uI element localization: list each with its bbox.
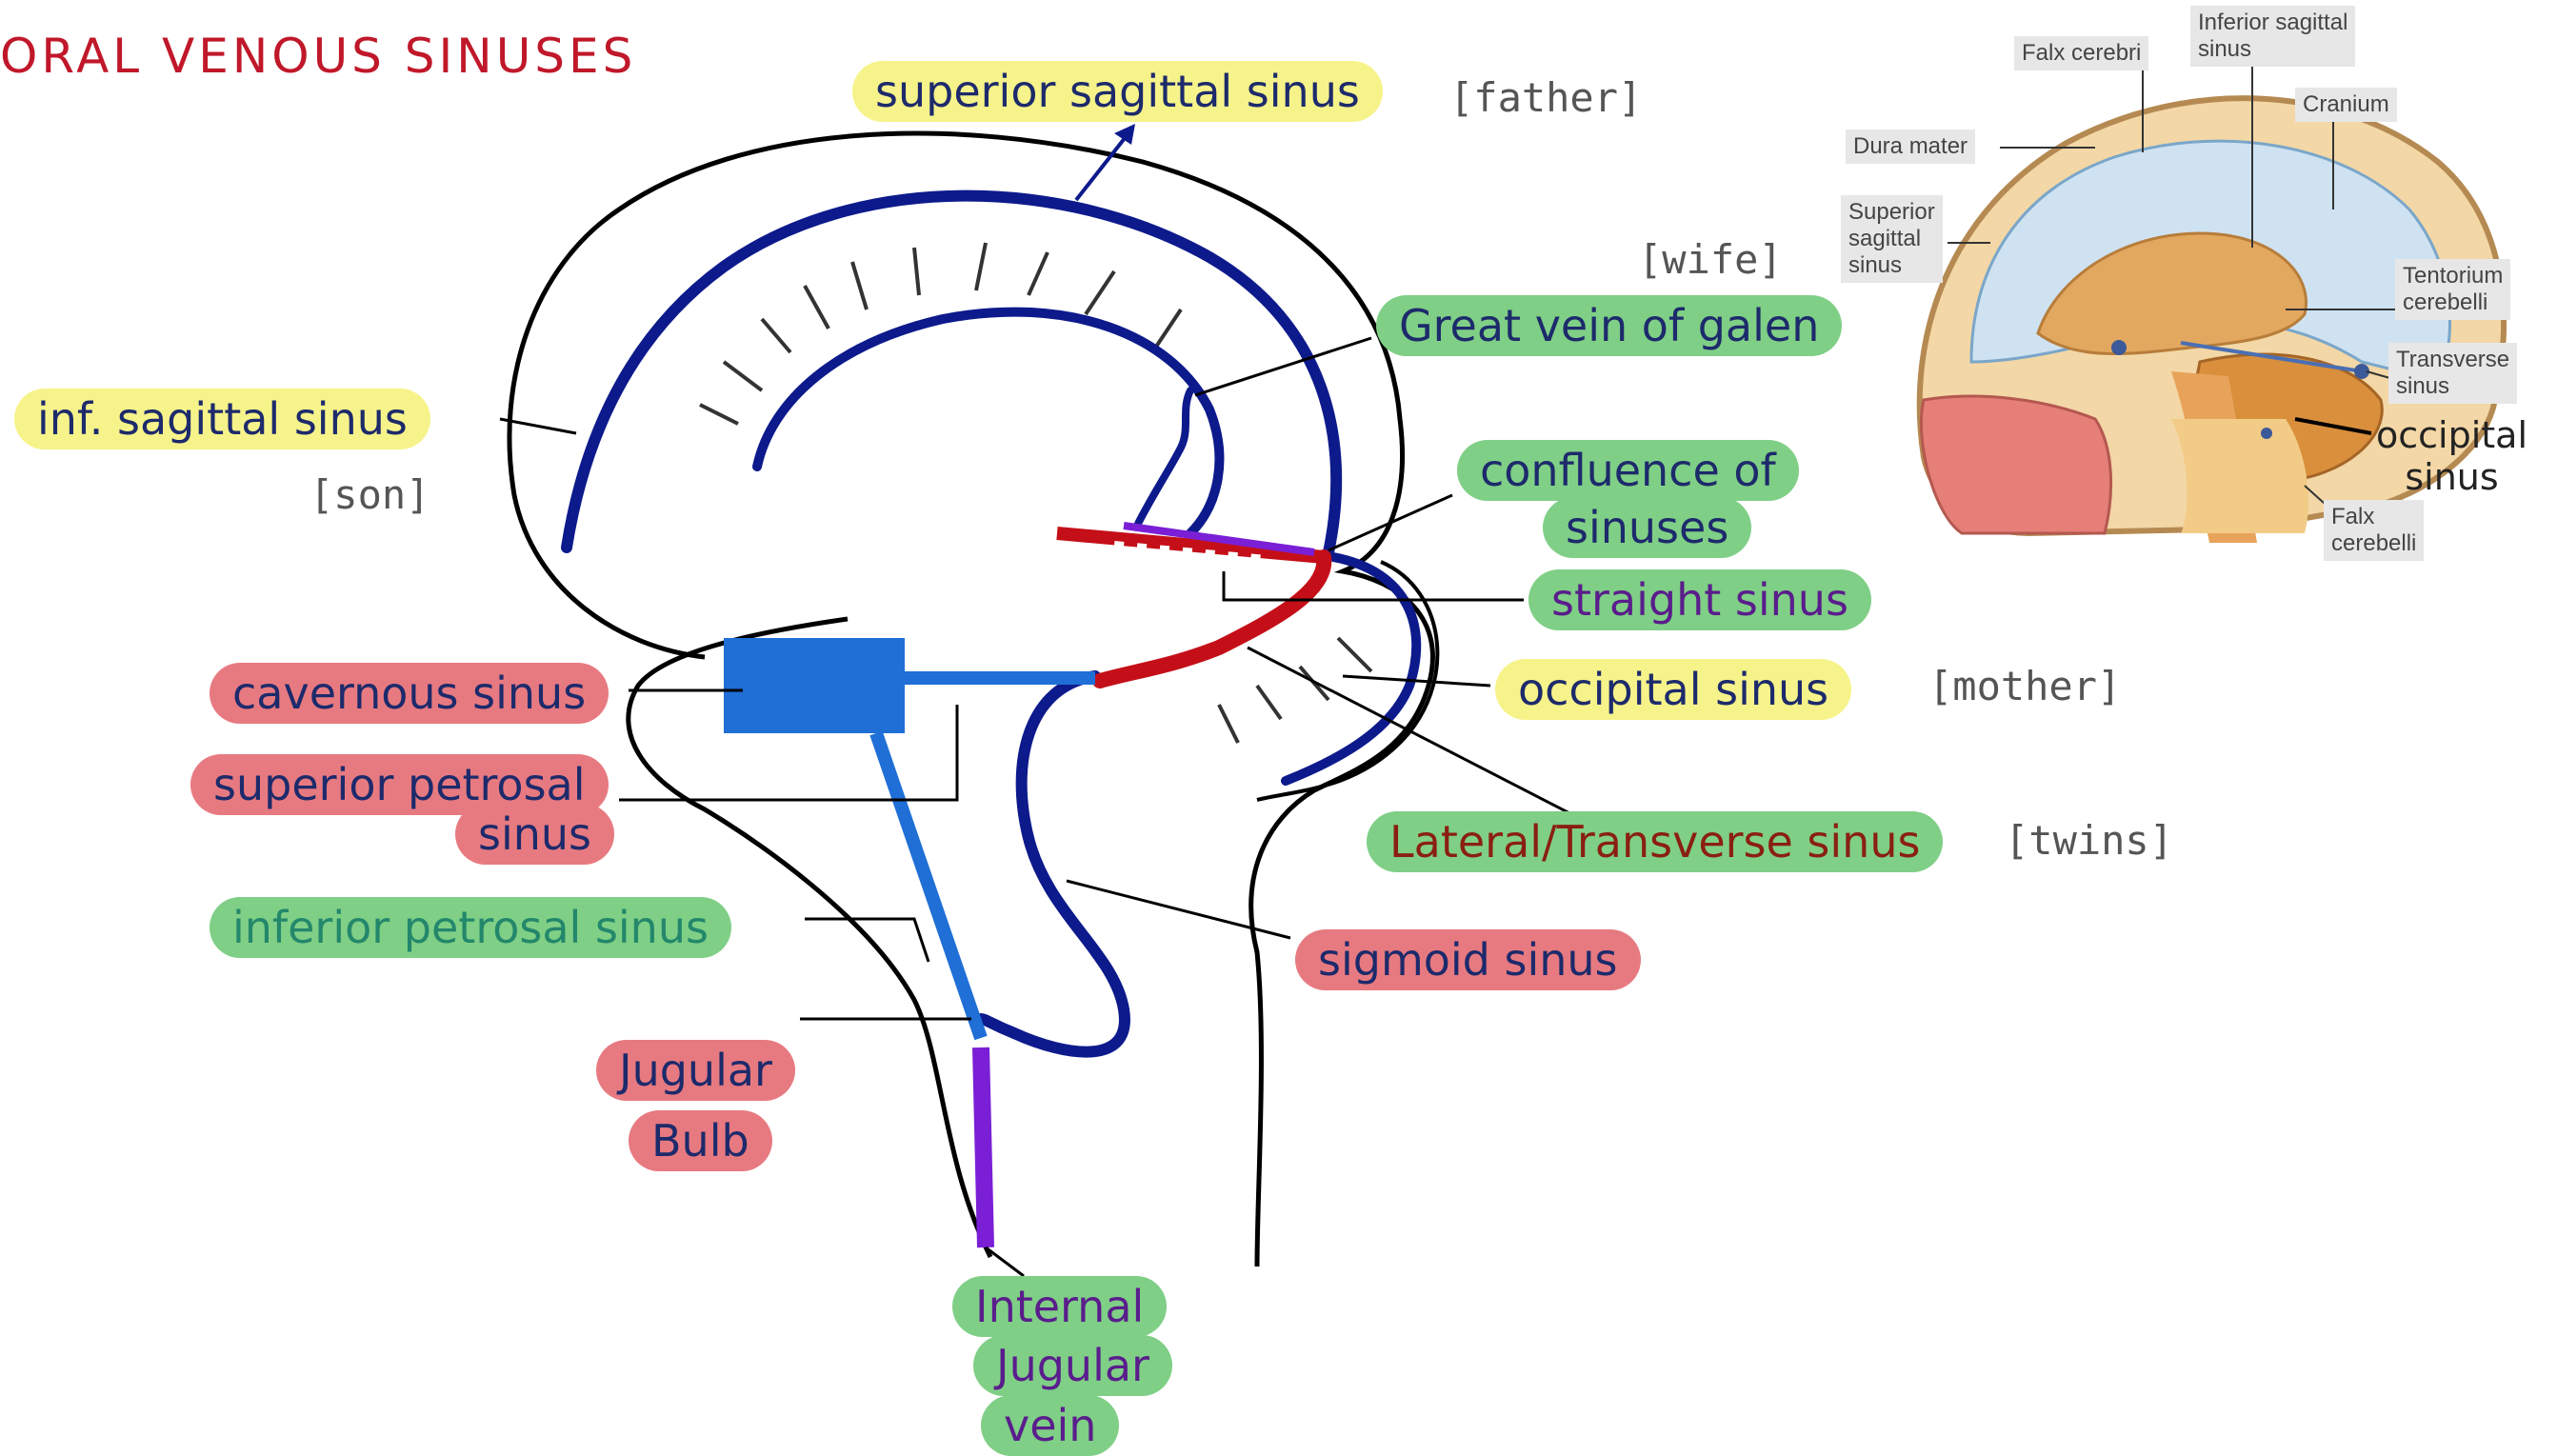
internal-jugular-vein-label: Internal: [952, 1276, 1167, 1337]
inset-sinus-dot: [2261, 428, 2272, 439]
inset-falx-cerebri-label: Falx cerebri: [2014, 36, 2148, 70]
superior-petrosal-sinus-label-line2: sinus: [455, 804, 614, 865]
twins-note: [twins]: [2005, 817, 2173, 864]
sigmoid-sinus-label: sigmoid sinus: [1295, 929, 1641, 990]
inset-occipital-sinus-label: occipital sinus: [2376, 414, 2527, 498]
confluence-of-sinuses-label-line2: sinuses: [1543, 497, 1751, 558]
sigmoid-sinus-vein: [981, 676, 1125, 1052]
inset-tentorium-cerebelli-label: Tentorium cerebelli: [2395, 259, 2510, 320]
confluence-of-sinuses-label: confluence of: [1457, 440, 1799, 501]
superior-sagittal-sinus-label: superior sagittal sinus: [852, 61, 1383, 122]
lateral-transverse-sinus-label: Lateral/Transverse sinus: [1367, 811, 1943, 872]
inset-face: [1921, 396, 2110, 533]
internal-jugular-vein-label-line3: vein: [981, 1395, 1119, 1456]
inset-inferior-sagittal-sinus-label: Inferior sagittal sinus: [2190, 6, 2355, 67]
inset-falx-cerebelli-label: Falx cerebelli: [2324, 500, 2424, 561]
inset-cranium-label: Cranium: [2295, 88, 2397, 122]
inset-sinus-dot: [2111, 340, 2127, 355]
father-note: [father]: [1449, 74, 1642, 121]
mother-note: [mother]: [1928, 663, 2121, 709]
inset-superior-sagittal-sinus-label: Superior sagittal sinus: [1841, 195, 1943, 283]
great-vein-of-galen-vein: [1138, 390, 1190, 524]
jugular-bulb-label: Jugular: [596, 1040, 795, 1101]
inf-sagittal-sinus-label: inf. sagittal sinus: [14, 389, 430, 449]
cavernous-sinus-block: [724, 638, 905, 733]
internal-jugular-vein: [981, 1047, 986, 1247]
occipital-sinus-label: occipital sinus: [1495, 659, 1851, 720]
page-title: ORAL VENOUS SINUSES: [0, 29, 636, 84]
superior-sagittal-sinus-vein: [567, 196, 1336, 552]
inset-dura-mater-label: Dura mater: [1846, 130, 1975, 164]
inferior-petrosal-sinus-label: inferior petrosal sinus: [210, 897, 731, 958]
superior-sagittal-arrow: [1076, 133, 1129, 200]
son-note: [son]: [310, 471, 429, 518]
inset-neck: [2171, 419, 2308, 533]
cavernous-sinus-label: cavernous sinus: [210, 663, 609, 724]
wife-note: [wife]: [1638, 236, 1783, 283]
straight-sinus-label: straight sinus: [1528, 569, 1871, 630]
jugular-bulb-label-line2: Bulb: [629, 1110, 772, 1171]
straight-sinus-vein: [1100, 557, 1324, 681]
inferior-petrosal-sinus-vein: [876, 733, 981, 1038]
internal-jugular-vein-label-line2: Jugular: [973, 1335, 1172, 1396]
great-vein-of-galen-label: Great vein of galen: [1376, 295, 1842, 356]
inset-transverse-sinus-label: Transverse sinus: [2388, 343, 2517, 404]
